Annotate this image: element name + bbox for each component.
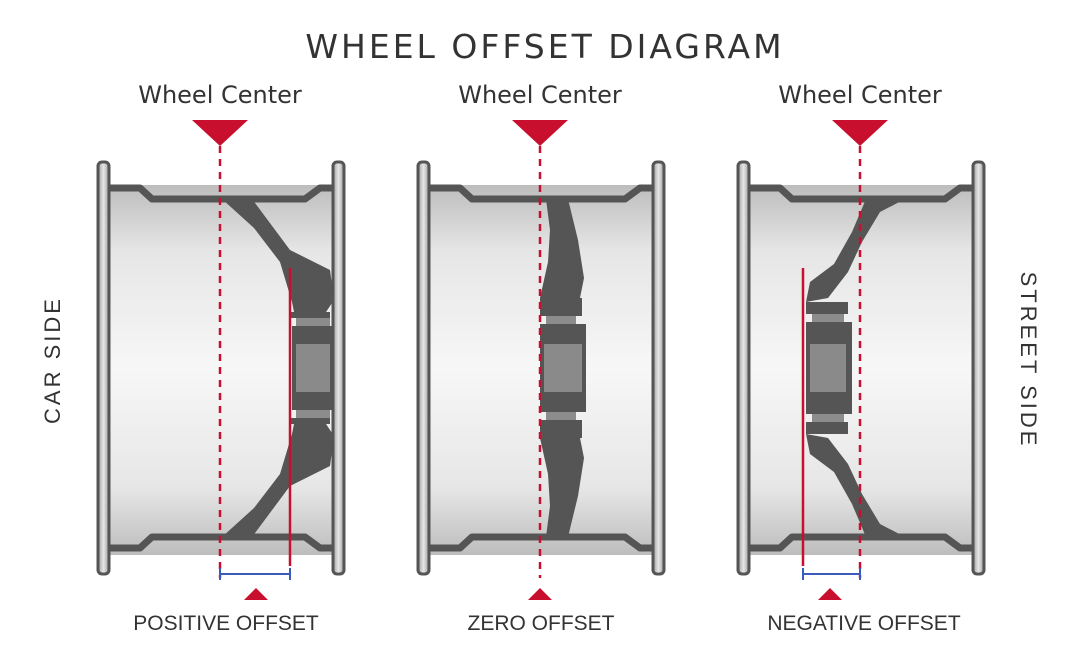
offset-measurement	[219, 568, 291, 580]
wheel-center-marker	[192, 120, 248, 146]
offset-indicator-triangle	[528, 588, 552, 600]
offset-label: NEGATIVE OFFSET	[767, 612, 960, 635]
offset-indicator-triangle	[244, 588, 268, 600]
wheel-negative-offset: Wheel Center NEGATIVE OFFSET	[736, 81, 986, 635]
wheel-disc	[222, 199, 334, 537]
offset-indicator-triangle	[818, 588, 842, 600]
street-side-label: STREET SIDE	[1016, 272, 1041, 449]
wheel-disc	[540, 199, 586, 537]
wheel-center-label: Wheel Center	[778, 81, 942, 109]
car-side-label: CAR SIDE	[40, 296, 65, 424]
wheel-zero-offset: Wheel Center ZERO OFFSET	[416, 81, 666, 635]
wheel-center-label: Wheel Center	[458, 81, 622, 109]
wheel-positive-offset: Wheel Center POSITIVE O	[96, 81, 346, 635]
diagram-title: WHEEL OFFSET DIAGRAM	[305, 27, 784, 66]
offset-label: POSITIVE OFFSET	[133, 612, 319, 635]
wheel-center-label: Wheel Center	[138, 81, 302, 109]
offset-label: ZERO OFFSET	[468, 612, 615, 635]
wheel-disc	[806, 199, 905, 537]
wheel-center-marker	[832, 120, 888, 146]
offset-measurement	[802, 568, 861, 580]
wheel-center-marker	[512, 120, 568, 146]
